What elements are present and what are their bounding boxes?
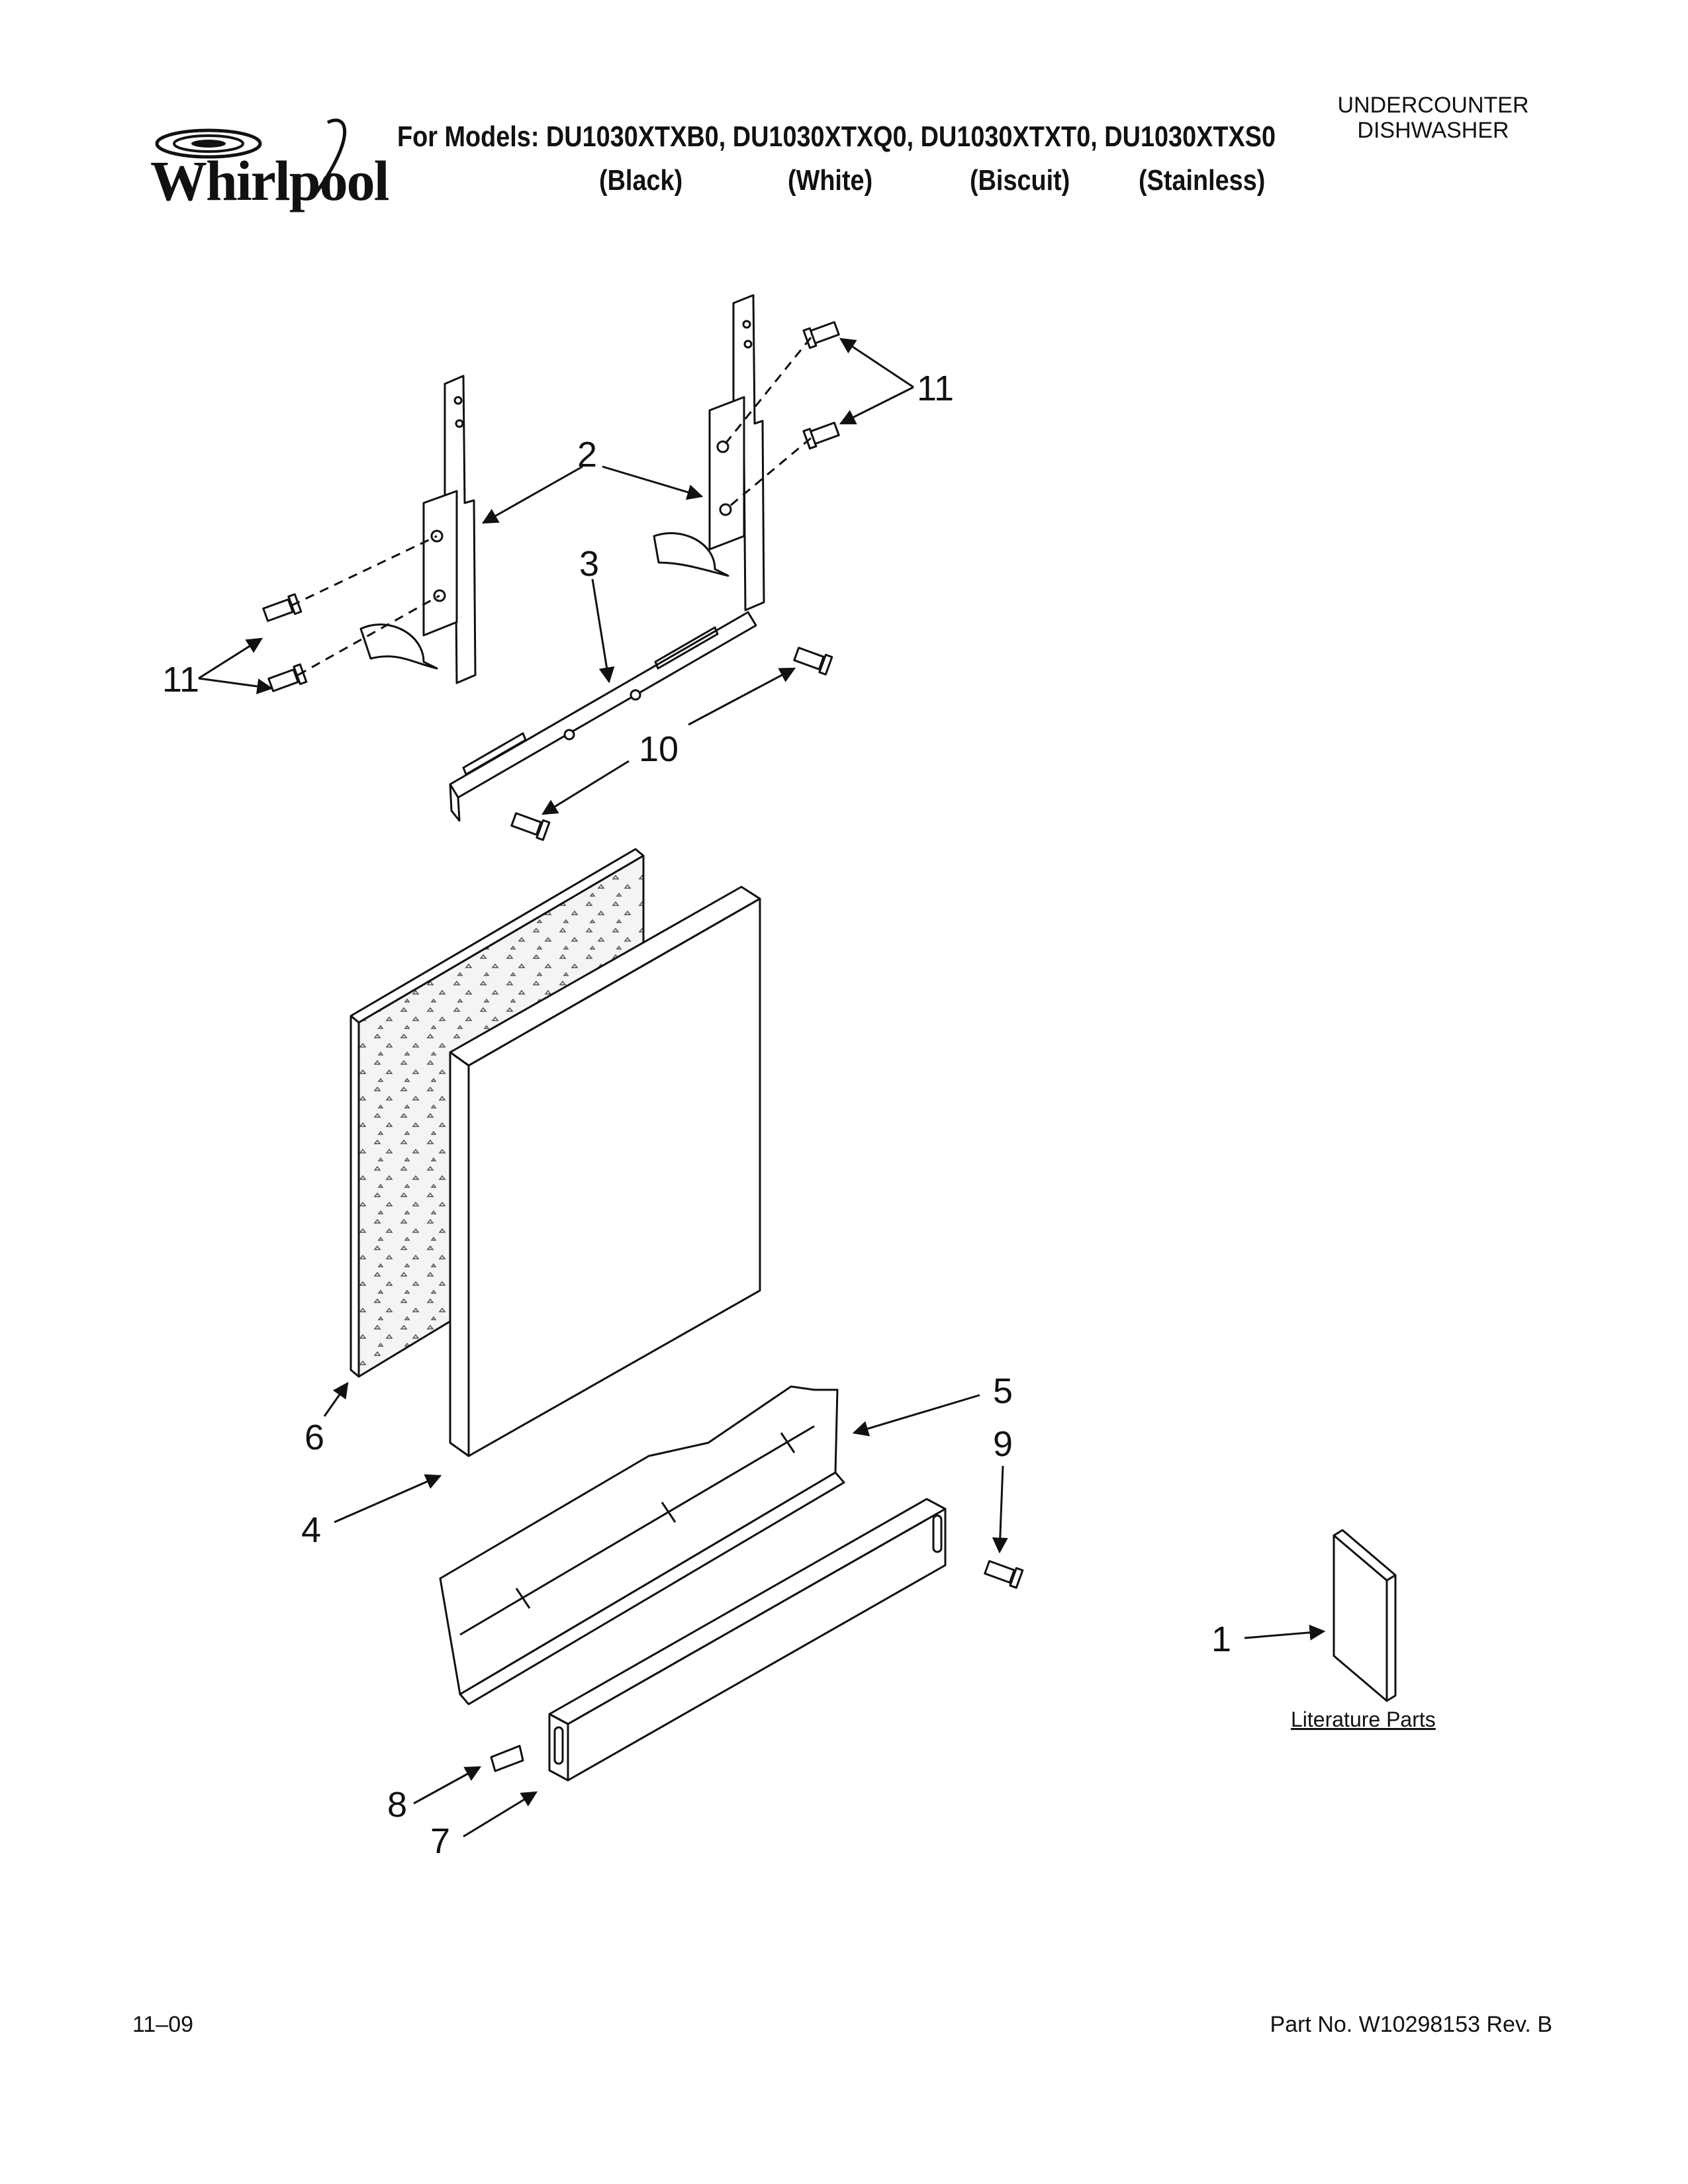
logo-swirl-icon [155, 118, 347, 197]
right-hinge-bracket [653, 294, 765, 612]
callout-1: 1 [1211, 1619, 1231, 1659]
date-code: 11–09 [132, 2012, 194, 2037]
logo-wordmark: Whirlpool [150, 149, 390, 212]
clip-part [490, 1745, 524, 1772]
left-hinge-bracket [359, 375, 477, 684]
color-biscuit: (Biscuit) [970, 164, 1070, 197]
models-line: For Models: DU1030XTXB0, DU1030XTXQ0, DU… [397, 120, 1276, 153]
callout-5: 5 [993, 1371, 1013, 1411]
mounting-bracket [449, 611, 757, 822]
callout-6: 6 [305, 1418, 324, 1457]
part-number: Part No. W10298153 Rev. B [1270, 2012, 1552, 2037]
appliance-type: UNDERCOUNTER DISHWASHER [1314, 93, 1552, 143]
callout-4: 4 [301, 1510, 321, 1550]
appliance-type-line1: UNDERCOUNTER [1337, 93, 1529, 118]
color-black: (Black) [599, 164, 683, 197]
literature-booklet [1333, 1529, 1397, 1702]
callout-2: 2 [577, 435, 597, 475]
literature-parts-label: Literature Parts [1291, 1707, 1436, 1731]
appliance-type-line2: DISHWASHER [1357, 118, 1509, 143]
leader-lines [198, 338, 1326, 1838]
callout-3: 3 [579, 544, 599, 584]
whirlpool-logo: Whirlpool [129, 116, 390, 215]
door-panel [449, 886, 761, 1457]
toe-panel [548, 1498, 947, 1782]
toe-panel-bracket [439, 1385, 845, 1706]
callout-7: 7 [430, 1821, 450, 1861]
color-white: (White) [788, 164, 873, 197]
callout-11-left: 11 [162, 660, 199, 700]
color-stainless: (Stainless) [1139, 164, 1266, 197]
callout-10: 10 [639, 729, 679, 769]
dashed-assembly-lines [291, 337, 812, 676]
callout-11-right: 11 [917, 369, 954, 408]
callout-9: 9 [993, 1424, 1013, 1464]
callout-8: 8 [387, 1785, 407, 1825]
callout-numbers: 11 2 11 3 10 6 4 5 9 8 7 1 [162, 369, 1231, 1861]
